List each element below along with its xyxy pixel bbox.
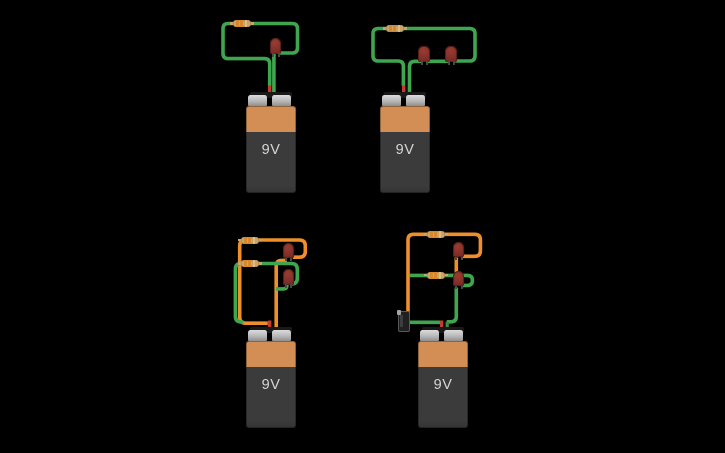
resistor-band: [430, 272, 433, 279]
battery-terminal: [248, 330, 267, 341]
resistor-band: [244, 20, 247, 27]
battery-voltage-label: 9V: [261, 142, 281, 158]
led-cathode-lead: [455, 256, 458, 260]
led-anode-lead: [425, 61, 428, 65]
resistor-band: [430, 231, 433, 238]
led-c1[interactable]: [269, 38, 282, 57]
led-anode-lead: [290, 257, 293, 261]
resistor-band: [240, 20, 243, 27]
positive-stub-c1: [268, 85, 272, 93]
led-cathode-lead: [272, 53, 275, 57]
resistor-band: [393, 25, 396, 32]
positive-stub-c2: [402, 85, 406, 93]
battery-9v-c3[interactable]: 9V: [246, 327, 296, 428]
battery-9v-c4[interactable]: 9V: [418, 327, 468, 428]
led-c3-branch2[interactable]: [282, 269, 295, 288]
battery-voltage-label: 9V: [261, 377, 281, 393]
positive-stub-c4: [439, 320, 444, 328]
resistor-band: [244, 237, 247, 244]
led-cathode-lead: [420, 61, 423, 65]
slide-switch-c4[interactable]: [396, 309, 410, 332]
led-c2-first[interactable]: [418, 46, 430, 65]
resistor-c3-branch1[interactable]: [238, 237, 262, 244]
led-c3-branch1[interactable]: [282, 242, 295, 261]
resistor-c4-branch2[interactable]: [424, 272, 448, 279]
resistor-band: [438, 272, 441, 279]
resistor-c3-branch2[interactable]: [238, 260, 262, 267]
led-cathode-lead: [447, 61, 450, 65]
led-c2-second[interactable]: [445, 46, 457, 65]
battery-snap-cap: [384, 92, 426, 98]
resistor-band: [236, 20, 239, 27]
led-anode-lead: [290, 284, 293, 288]
resistor-band: [397, 25, 400, 32]
battery-terminal: [420, 330, 439, 341]
resistor-band: [389, 25, 392, 32]
resistor-band: [248, 237, 251, 244]
battery-body: [246, 341, 296, 428]
battery-terminal: [382, 95, 401, 106]
led-cathode-lead: [455, 285, 458, 290]
positive-stub-c3: [268, 320, 272, 328]
switch-slot: [400, 315, 403, 327]
led-anode-lead: [460, 256, 463, 260]
led-c4-first[interactable]: [452, 241, 465, 260]
wire-c2-return[interactable]: [407, 59, 422, 93]
led-cathode-lead: [285, 257, 288, 261]
resistor-c4-branch1[interactable]: [424, 231, 448, 238]
battery-9v-c1[interactable]: 9V: [246, 92, 296, 193]
resistor-band: [438, 231, 441, 238]
battery-terminal: [272, 330, 291, 341]
wire-c4-branch2[interactable]: [409, 273, 475, 288]
wire-c4-switch-to-resistor1[interactable]: [406, 232, 483, 313]
battery-terminal: [406, 95, 425, 106]
battery-snap-cap: [250, 327, 292, 333]
switch-knob[interactable]: [396, 309, 401, 315]
battery-9v-c2[interactable]: 9V: [380, 92, 430, 193]
led-anode-lead: [460, 285, 463, 290]
negative-stub-c4: [445, 321, 449, 328]
resistor-c1[interactable]: [230, 20, 254, 27]
battery-voltage-label: 9V: [433, 377, 453, 393]
battery-terminal: [444, 330, 463, 341]
battery-snap-cap: [422, 327, 464, 333]
resistor-band: [434, 231, 437, 238]
battery-voltage-label: 9V: [395, 142, 415, 158]
resistor-band: [244, 260, 247, 267]
led-c4-second[interactable]: [452, 270, 465, 290]
battery-body: [418, 341, 468, 428]
resistor-c2[interactable]: [383, 25, 407, 32]
resistor-band: [252, 237, 255, 244]
wire-c4-return[interactable]: [446, 287, 459, 324]
wire-c1-positive-loop[interactable]: [221, 21, 300, 87]
battery-terminal: [272, 95, 291, 106]
battery-body: [246, 106, 296, 193]
resistor-band: [248, 260, 251, 267]
led-anode-lead: [452, 61, 455, 65]
led-cathode-lead: [285, 284, 288, 288]
battery-terminal: [248, 95, 267, 106]
battery-snap-cap: [250, 92, 292, 98]
battery-body: [380, 106, 430, 193]
resistor-band: [434, 272, 437, 279]
led-anode-lead: [277, 53, 280, 57]
wire-c2-positive-loop[interactable]: [371, 26, 477, 87]
resistor-band: [252, 260, 255, 267]
